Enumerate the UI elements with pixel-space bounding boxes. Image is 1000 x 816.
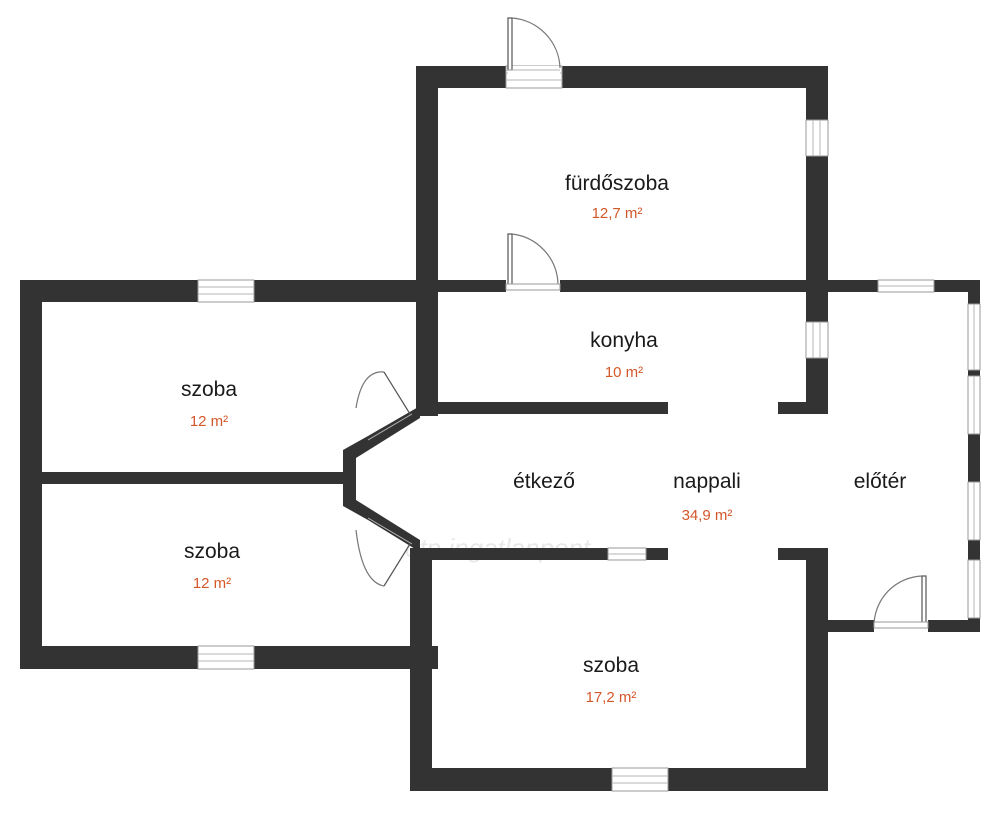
room-area-furdoszoba: 12,7 m²	[592, 205, 643, 222]
door-left-top	[355, 371, 413, 441]
window-left-top	[197, 279, 255, 303]
room-name-konyha: konyha	[590, 329, 658, 352]
door-bath-kitchen	[505, 233, 561, 292]
window-hall-right-2	[967, 375, 981, 435]
room-area-szoba-bottom-left: 12 m²	[193, 575, 231, 592]
doors	[355, 17, 929, 632]
window-corridor-bottom	[607, 547, 647, 561]
room-area-nappali: 34,9 m²	[682, 507, 733, 524]
window-bath-right	[805, 119, 829, 157]
window-hall-top	[877, 279, 935, 293]
room-name-etkezo: étkező	[513, 470, 575, 493]
wall-corridor-top-right	[778, 402, 828, 414]
door-hall-entrance	[873, 575, 929, 632]
door-bath-exterior	[507, 17, 561, 74]
wall-corridor-bottom	[416, 548, 668, 560]
wall-bottom-left	[410, 548, 432, 791]
wall-bottom-right	[806, 548, 828, 791]
wall-angle	[343, 406, 420, 552]
room-labels: fürdőszoba 12,7 m² konyha 10 m² szoba 12…	[181, 172, 906, 706]
room-area-konyha: 10 m²	[605, 364, 643, 381]
wall-bath-kitchen	[416, 280, 828, 292]
room-name-nappali: nappali	[673, 470, 741, 493]
wall-left-divider	[20, 472, 350, 484]
wall-left-inner-top	[416, 280, 438, 416]
wall-bath-left	[416, 66, 438, 300]
window-hall-right-3	[967, 481, 981, 541]
walls	[20, 66, 980, 791]
door-left-bottom	[355, 517, 413, 587]
room-area-szoba-bottom: 17,2 m²	[586, 689, 637, 706]
room-name-eloter: előtér	[854, 470, 907, 493]
window-hall-right-4	[967, 559, 981, 619]
wall-corridor-top	[416, 402, 668, 414]
wall-bath-top	[416, 66, 828, 88]
room-name-szoba-top-left: szoba	[181, 378, 237, 401]
room-name-szoba-bottom-left: szoba	[184, 540, 240, 563]
window-kitchen-right	[805, 321, 829, 359]
window-left-bottom	[197, 645, 255, 670]
window-bottom-room	[611, 767, 669, 792]
window-hall-right-1	[967, 303, 981, 371]
room-area-szoba-top-left: 12 m²	[190, 413, 228, 430]
room-name-szoba-bottom: szoba	[583, 654, 639, 677]
room-name-furdoszoba: fürdőszoba	[565, 172, 669, 195]
